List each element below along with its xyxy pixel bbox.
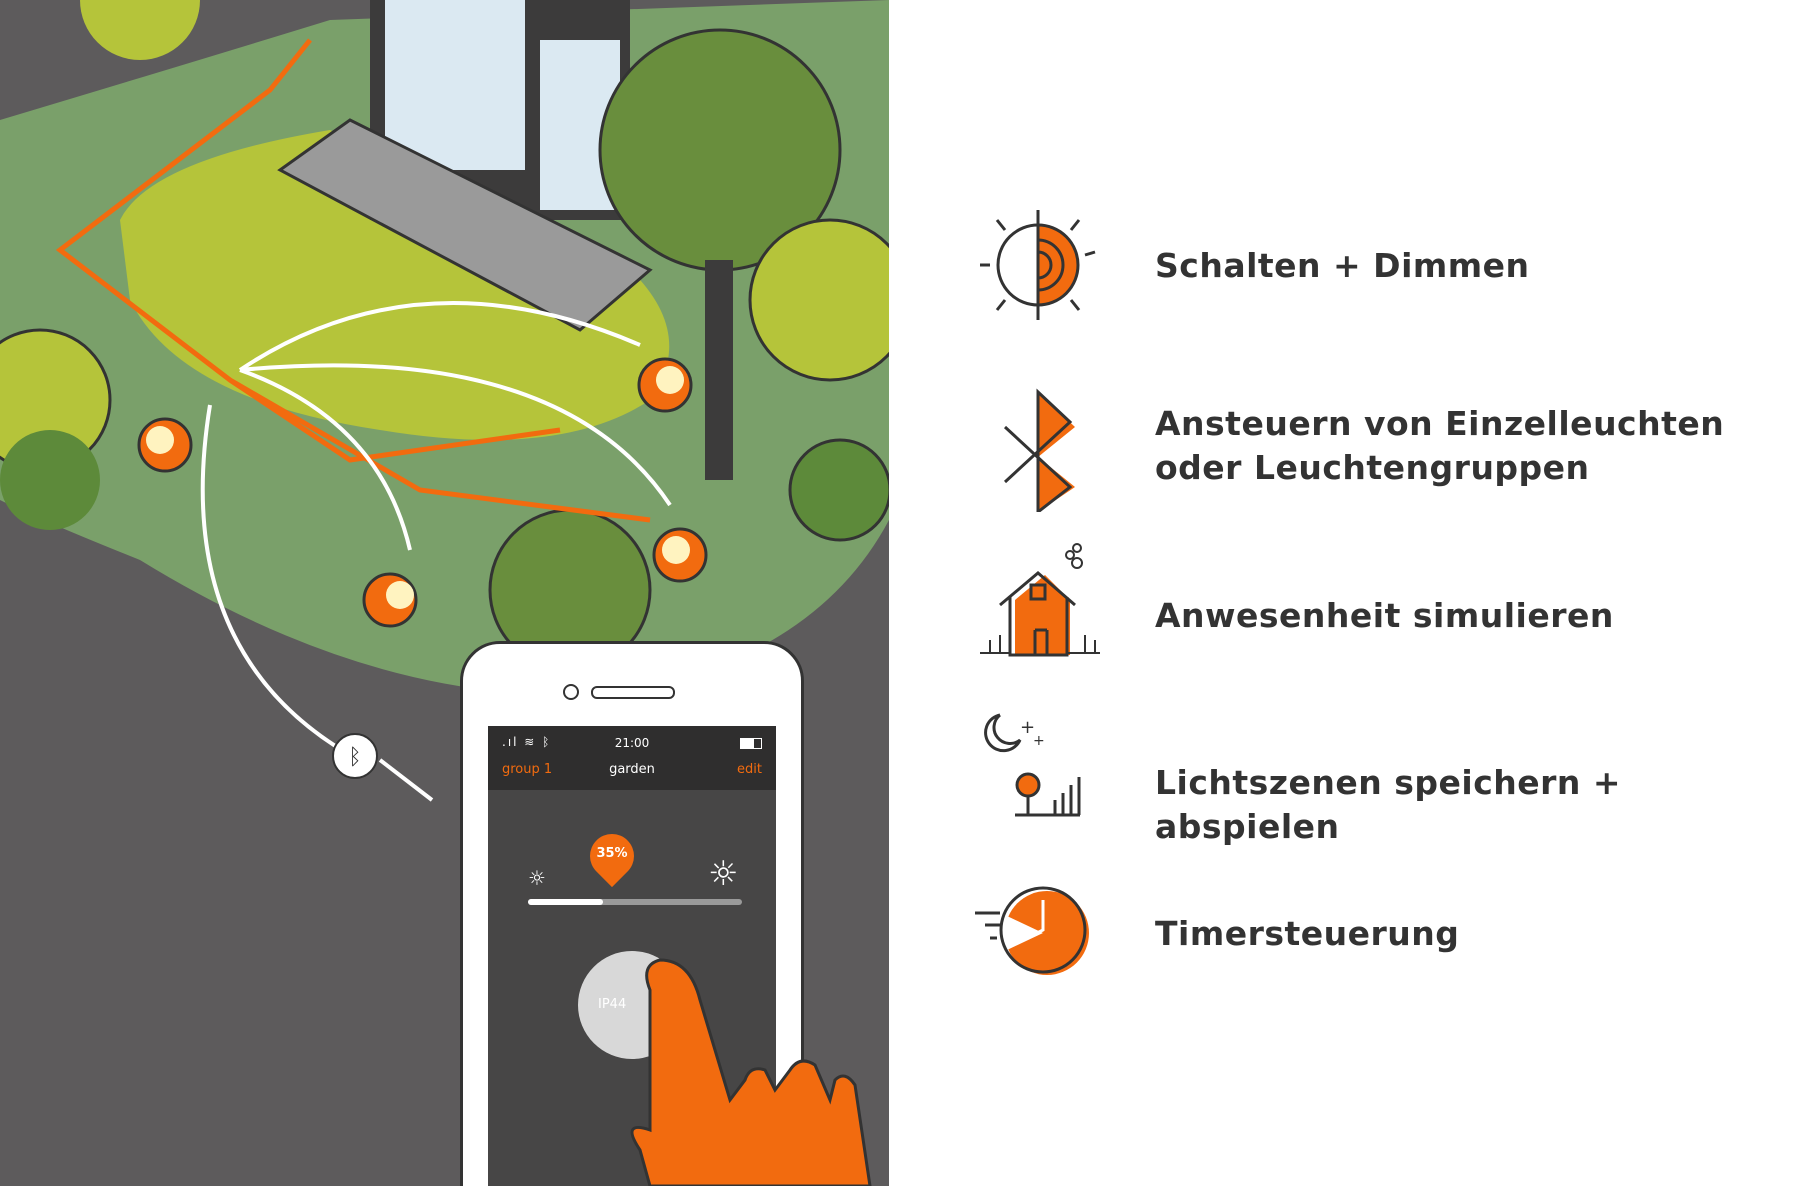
sun-dimming-icon [980,210,1096,320]
feature-timer: Timersteuerung [1155,914,1460,953]
house-icon [980,543,1100,657]
brightness-value: 35% [596,846,628,861]
screen-title: garden [609,762,655,777]
feature-individual-control: Ansteuern von Einzelleuchten [1155,404,1725,443]
bluetooth-badge [332,733,378,779]
moon-scene-icon: ++ [984,713,1081,817]
feature-individual-control-line2: oder Leuchtengruppen [1155,448,1590,487]
feature-presence-simulation: Anwesenheit simulieren [1155,596,1614,635]
garden-illustration: ᛒ .ıl ≋ ᛒ 21:00 group 1 garden edit 35% … [0,0,889,1186]
brightness-slider[interactable] [528,899,742,905]
status-bar: .ıl ≋ ᛒ 21:00 group 1 garden edit [488,726,776,790]
group-button[interactable]: group 1 [502,762,553,777]
sun-small-icon: ☼ [528,866,546,890]
svg-text:+: + [1033,733,1045,749]
battery-icon [740,738,762,749]
timer-clock-icon [975,886,1089,975]
svg-text:+: + [1020,717,1035,738]
bluetooth-icon [1003,388,1075,512]
garden-scene: ᛒ [0,0,889,802]
svg-text:ᛒ: ᛒ [348,745,361,770]
feature-light-scenes: Lichtszenen speichern + abspielen [1155,763,1622,846]
signal-wifi-bluetooth-icons: .ıl ≋ ᛒ [502,735,552,749]
feature-switch-dim: Schalten + Dimmen [1155,246,1530,285]
lamp-toggle-button[interactable]: IP44 [578,951,686,1059]
edit-button[interactable]: edit [737,762,762,777]
sun-large-icon: ☼ [708,854,739,894]
brightness-slider-fill [528,899,603,905]
smartphone: .ıl ≋ ᛒ 21:00 group 1 garden edit 35% ☼ … [460,641,804,1186]
clock: 21:00 [614,736,650,750]
app-screen: .ıl ≋ ᛒ 21:00 group 1 garden edit 35% ☼ … [488,726,776,1186]
